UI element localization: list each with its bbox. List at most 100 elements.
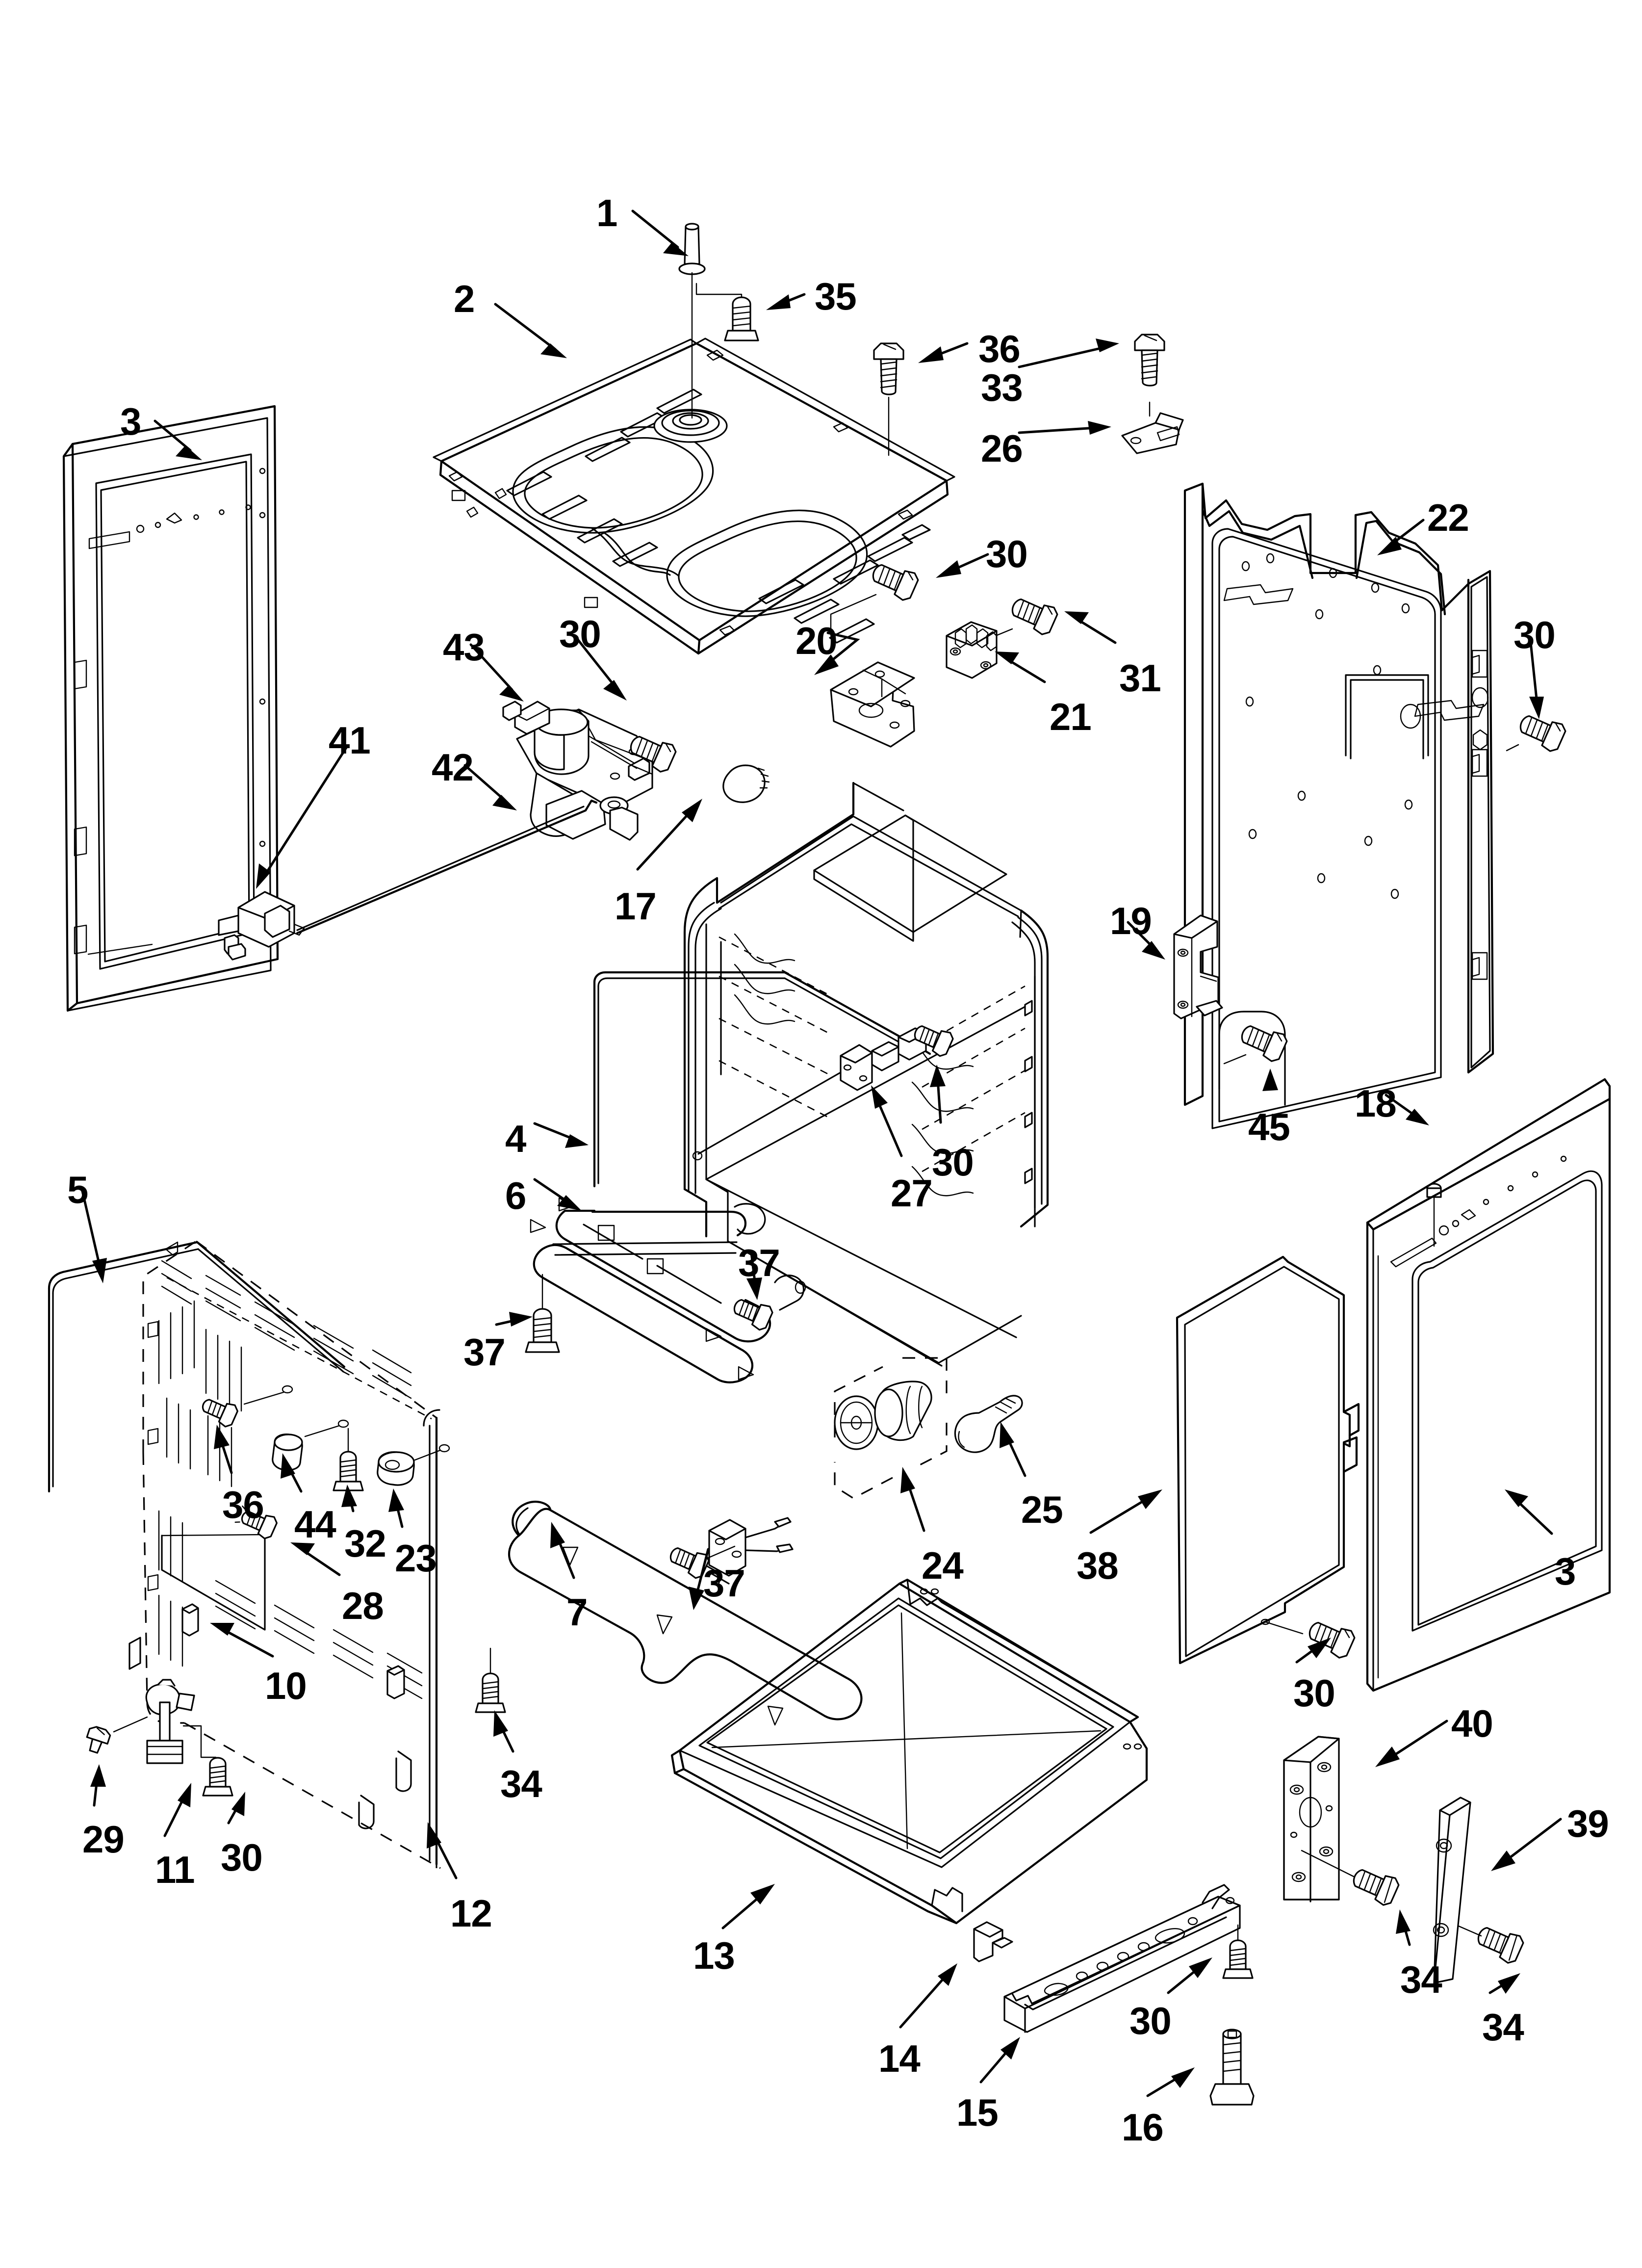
- part-12-left-panel: [128, 1240, 441, 1869]
- part-19-bracket: [1173, 914, 1223, 1019]
- callout-30-d: 30: [932, 1141, 974, 1184]
- callout-6: 6: [505, 1174, 526, 1217]
- callout-3-left: 3: [120, 400, 141, 443]
- oven-cavity: [683, 782, 1049, 1367]
- part-38-side-panel: [1176, 1255, 1360, 1665]
- part-27-sensor: [692, 1027, 927, 1161]
- leader-lines: [81, 209, 1562, 2097]
- callout-15: 15: [956, 2091, 999, 2134]
- callout-7: 7: [566, 1590, 588, 1634]
- part-30-screw-a: [830, 564, 919, 636]
- callout-37-c: 37: [703, 1562, 745, 1605]
- callout-36-top: 36: [978, 327, 1021, 370]
- part-6-element: [530, 1197, 806, 1383]
- callout-27: 27: [891, 1172, 933, 1215]
- callout-45: 45: [1248, 1105, 1290, 1148]
- part-20-bracket: [830, 661, 915, 748]
- part-29-screw: [86, 1716, 148, 1754]
- part-13-oven-bottom: [670, 1578, 1148, 1925]
- callout-41: 41: [329, 719, 371, 762]
- part-37-screw-b: [525, 1274, 560, 1353]
- callout-36-bottom: 36: [222, 1483, 264, 1526]
- part-14-clip: [973, 1921, 1013, 1962]
- callout-42: 42: [432, 746, 474, 789]
- callout-31: 31: [1119, 656, 1161, 700]
- part-45-screw: [1223, 1025, 1288, 1065]
- part-30-screw-rear: [1506, 715, 1566, 752]
- part-5-trim-strip: [48, 1241, 346, 1493]
- part-2-cooktop: [433, 338, 955, 655]
- callout-30-g: 30: [1129, 1999, 1172, 2042]
- part-7-element: [508, 1501, 863, 1726]
- part-21-terminal-block: [946, 621, 998, 679]
- part-33-screw: [1134, 334, 1165, 417]
- part-16-leveling-foot: [1209, 2029, 1255, 2106]
- callout-34-b: 34: [1400, 1958, 1442, 2001]
- callout-5: 5: [67, 1168, 88, 1211]
- part-4-liner-trim: [593, 971, 931, 1188]
- callout-13: 13: [693, 1934, 735, 1977]
- callout-39: 39: [1567, 1802, 1609, 1845]
- callout-43: 43: [443, 626, 485, 669]
- callout-11: 11: [155, 1848, 195, 1891]
- callout-34-c: 34: [1482, 2006, 1524, 2049]
- part-36-screw-side: [202, 1385, 293, 1428]
- callout-24: 24: [922, 1544, 964, 1587]
- part-36-screw-top: [873, 342, 904, 456]
- callout-30-b: 30: [559, 612, 601, 655]
- callout-30-c: 30: [1514, 613, 1556, 656]
- part-31-screw: [995, 598, 1058, 637]
- callout-44: 44: [294, 1503, 336, 1546]
- callout-23: 23: [395, 1537, 437, 1580]
- callout-37-a: 37: [738, 1241, 780, 1284]
- part-34-screw-c: [1458, 1925, 1524, 1964]
- callout-14: 14: [878, 2037, 921, 2080]
- part-1-stud: [678, 223, 706, 419]
- callout-12: 12: [450, 1892, 492, 1935]
- part-34-screw-b: [1353, 1869, 1400, 1906]
- part-17-plug-button: [722, 764, 770, 803]
- part-28-ground-screw: [234, 1505, 278, 1539]
- part-23-grommet: [377, 1444, 450, 1486]
- callout-32: 32: [344, 1522, 386, 1565]
- part-43-lock-motor-assembly: [502, 701, 653, 841]
- callout-17: 17: [615, 885, 657, 928]
- part-35-screw: [695, 283, 759, 341]
- callout-26: 26: [981, 427, 1023, 470]
- callout-28: 28: [342, 1584, 384, 1627]
- callout-29: 29: [82, 1818, 125, 1861]
- part-30-screw-side: [1308, 1621, 1356, 1659]
- callout-19: 19: [1110, 899, 1152, 942]
- part-26-clip: [1121, 412, 1184, 454]
- callout-1: 1: [596, 191, 617, 235]
- callout-40: 40: [1451, 1702, 1493, 1745]
- part-42-lock-rod: [296, 799, 598, 935]
- callout-4: 4: [505, 1117, 526, 1160]
- callout-30-a: 30: [986, 532, 1028, 575]
- part-3-door-frame-right: [1366, 1078, 1611, 1692]
- part-34-screw-a: [475, 1647, 506, 1713]
- part-11-leveling-leg: [145, 1679, 217, 1764]
- callout-25: 25: [1021, 1488, 1063, 1531]
- part-30-screw-d: [914, 1025, 954, 1057]
- part-22-rear-panel: [1183, 482, 1494, 1129]
- part-25-bulb: [954, 1395, 1023, 1453]
- part-30-screw-c: [202, 1757, 233, 1797]
- part-15-drawer-rail: [1003, 1884, 1241, 2033]
- callout-10: 10: [265, 1664, 307, 1707]
- part-40-bracket: [1283, 1736, 1356, 1903]
- part-24-light-assembly: [834, 1357, 948, 1499]
- callout-33: 33: [981, 366, 1023, 409]
- callout-35: 35: [815, 275, 857, 318]
- callout-18: 18: [1355, 1082, 1397, 1125]
- callout-3-right: 3: [1555, 1550, 1576, 1593]
- callout-30-f: 30: [1293, 1671, 1335, 1715]
- part-44-spacer: [272, 1419, 349, 1471]
- part-32-screw: [333, 1428, 364, 1491]
- part-30-screw-b: [630, 735, 677, 775]
- part-37-screw-a: [733, 1299, 773, 1331]
- callout-38: 38: [1077, 1544, 1119, 1587]
- callout-37-b: 37: [463, 1330, 506, 1374]
